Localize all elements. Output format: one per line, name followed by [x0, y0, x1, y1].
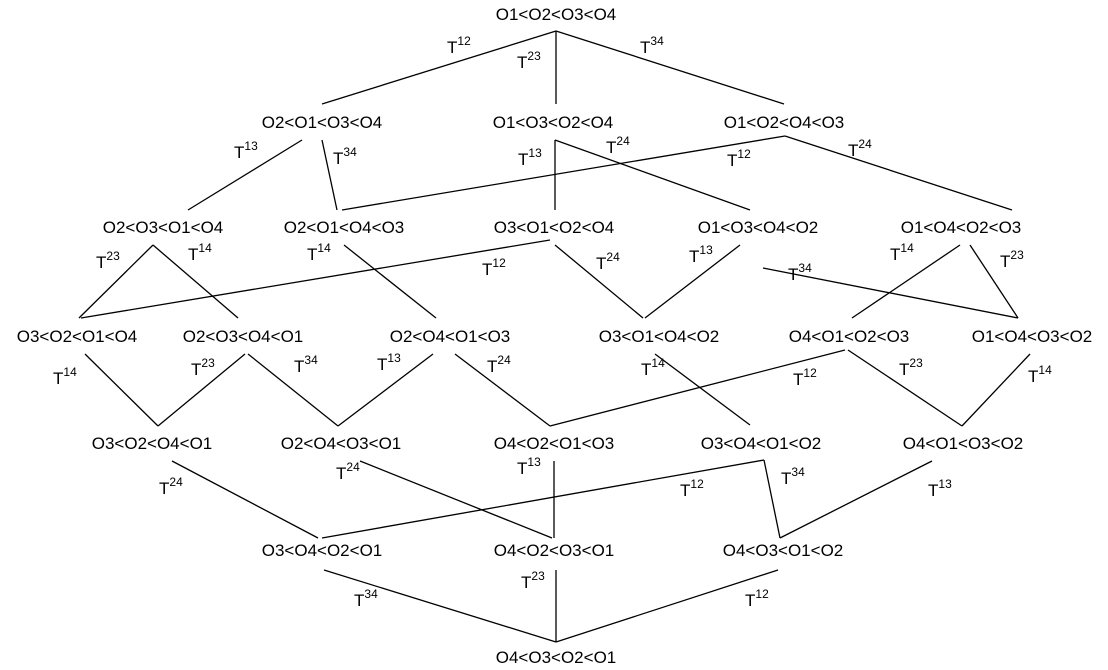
ordering-node: O4<O2<O3<O1 [494, 541, 615, 560]
ordering-node: O4<O2<O1<O3 [494, 434, 615, 453]
transposition-label: T14 [1028, 363, 1052, 386]
transposition-label: T23 [521, 569, 545, 592]
edge-line-31 [321, 459, 765, 539]
ordering-node: O2<O1<O3<O4 [262, 113, 383, 132]
edge-line-36 [555, 569, 779, 643]
edge-line-14 [554, 244, 644, 319]
transposition-label: T14 [53, 365, 77, 388]
ordering-node: O1<O2<O4<O3 [724, 113, 845, 132]
ordering-node: O2<O1<O4<O3 [284, 218, 405, 237]
ordering-node: O2<O3<O1<O4 [103, 218, 224, 237]
edge-line-5 [321, 139, 338, 211]
transposition-label: T23 [191, 356, 215, 379]
transposition-label: T23 [96, 249, 120, 272]
transposition-label: T12 [482, 256, 506, 279]
transposition-label: T24 [848, 137, 872, 160]
transposition-label: T13 [689, 243, 713, 266]
edge-lines [78, 30, 1031, 643]
transposition-label: T13 [517, 455, 541, 478]
transposition-label: T34 [788, 261, 812, 284]
transposition-label: T34 [333, 145, 357, 168]
edge-line-17 [851, 244, 961, 319]
edge-line-34 [323, 569, 557, 643]
edge-line-16 [762, 267, 1019, 319]
edge-line-19 [84, 353, 159, 427]
edge-line-24 [549, 349, 846, 427]
transposition-label: T12 [680, 477, 704, 500]
transposition-label: T24 [606, 134, 630, 157]
transposition-label: T24 [159, 475, 183, 498]
ordering-node: O4<O1<O2<O3 [789, 327, 910, 346]
ordering-node: O3<O2<O4<O1 [92, 434, 213, 453]
ordering-node: O4<O3<O1<O2 [723, 541, 844, 560]
edge-line-20 [157, 353, 246, 427]
ordering-node: O3<O2<O1<O4 [17, 327, 138, 346]
edge-line-32 [763, 459, 781, 539]
edge-line-29 [359, 460, 553, 539]
edge-line-15 [644, 244, 741, 319]
transposition-label: T14 [307, 241, 331, 264]
ordering-node: O3<O1<O4<O2 [599, 327, 720, 346]
ordering-node: O3<O4<O2<O1 [262, 541, 383, 560]
transposition-label: T13 [928, 477, 952, 500]
ordering-node: O1<O4<O3<O2 [972, 327, 1093, 346]
ordering-node: O4<O1<O3<O2 [903, 434, 1024, 453]
transposition-label: T23 [899, 356, 923, 379]
transposition-label: T12 [727, 147, 751, 170]
edge-line-7 [554, 139, 751, 211]
transposition-label: T23 [517, 49, 541, 72]
edge-line-11 [152, 244, 239, 319]
transposition-label: T34 [294, 353, 318, 376]
edge-line-3 [555, 30, 785, 105]
edge-line-23 [454, 353, 551, 427]
ordering-node: O2<O4<O1<O3 [390, 327, 511, 346]
transposition-label: T13 [234, 139, 258, 162]
edge-line-13 [80, 239, 551, 319]
edge-line-33 [779, 460, 933, 539]
edge-line-8 [341, 135, 786, 211]
transposition-label: T14 [641, 356, 665, 379]
transposition-label: T12 [793, 366, 817, 389]
transposition-label: T34 [354, 587, 378, 610]
transposition-label: T24 [596, 250, 620, 273]
edge-line-10 [78, 244, 154, 319]
transposition-label: T14 [890, 241, 914, 264]
edge-line-22 [337, 353, 434, 427]
edge-line-4 [187, 139, 303, 211]
edge-line-12 [343, 244, 437, 319]
transposition-label: T23 [1000, 248, 1024, 271]
transposition-label: T12 [447, 34, 471, 57]
transposition-label: T34 [640, 34, 664, 57]
edge-line-26 [961, 353, 1031, 427]
transposition-label: T34 [781, 465, 805, 488]
ordering-node: O3<O4<O1<O2 [701, 434, 822, 453]
transposition-label: T12 [745, 587, 769, 610]
ordering-node: O1<O2<O3<O4 [496, 5, 617, 24]
edge-line-28 [171, 460, 319, 539]
transposition-label: T14 [188, 241, 212, 264]
edge-line-27 [654, 353, 751, 426]
edge-line-21 [247, 353, 339, 427]
transposition-label: T13 [377, 351, 401, 374]
edge-line-25 [847, 349, 963, 427]
edge-line-18 [969, 244, 1019, 319]
ordering-node: O3<O1<O2<O4 [494, 218, 615, 237]
transposition-label: T24 [336, 460, 360, 483]
edge-line-9 [784, 135, 1013, 211]
ordering-node: O2<O3<O4<O1 [183, 327, 304, 346]
ordering-node: O2<O4<O3<O1 [281, 434, 402, 453]
ordering-node: O1<O4<O2<O3 [901, 218, 1022, 237]
ordering-node: O1<O3<O4<O2 [698, 218, 819, 237]
transposition-label: T13 [518, 146, 542, 169]
transposition-label: T24 [487, 353, 511, 376]
ordering-node: O4<O3<O2<O1 [496, 648, 617, 667]
ordering-node: O1<O3<O2<O4 [493, 113, 614, 132]
edge-line-1 [321, 30, 557, 105]
